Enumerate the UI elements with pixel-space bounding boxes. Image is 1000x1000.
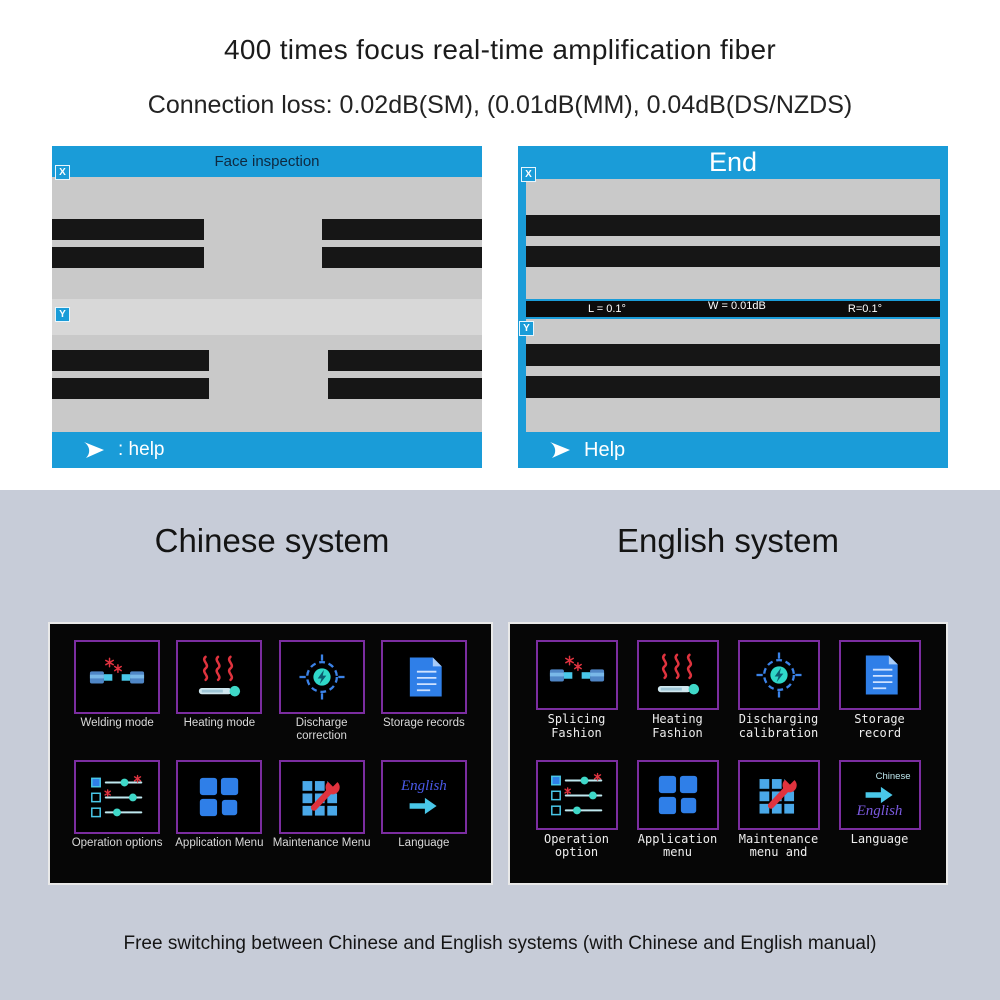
- heating-mode-icon: [191, 654, 247, 700]
- end-screen-title: End: [518, 146, 948, 179]
- menu-item-label: Heating Fashion: [652, 712, 703, 740]
- menu-item-application-menu[interactable]: Application Menu: [170, 759, 268, 876]
- discharge-correction-icon: [299, 654, 345, 700]
- axis-x-badge: X: [55, 165, 70, 180]
- fiber-bar: [526, 246, 940, 267]
- fiber-bar: [322, 219, 482, 240]
- separator-band: [52, 299, 482, 335]
- measurement-strip: L = 0.1° W = 0.01dB R=0.1°: [526, 299, 940, 319]
- menu-item-heating-mode[interactable]: Heating mode: [170, 640, 268, 756]
- axis-x-badge: X: [521, 167, 536, 182]
- right-angle-value: R=0.1°: [847, 303, 882, 315]
- welding-mode-icon: [89, 654, 145, 700]
- arrow-icon: [865, 786, 895, 804]
- storage-records-icon: [857, 652, 903, 698]
- english-system-heading: English system: [617, 522, 839, 559]
- menu-item-storage-records[interactable]: Storage records: [375, 640, 473, 756]
- menu-item-splicing-fashion[interactable]: Splicing Fashion: [528, 640, 625, 756]
- menu-item-maintenance-menu[interactable]: Maintenance menu and: [730, 759, 827, 876]
- help-button[interactable]: : help: [52, 432, 482, 468]
- menu-item-storage-record[interactable]: Storage record: [831, 640, 928, 756]
- fiber-bar: [52, 219, 204, 240]
- menu-item-operation-option[interactable]: Operation option: [528, 759, 625, 876]
- language-word-small: Chinese: [875, 771, 911, 783]
- english-menu-screen: Splicing Fashion Heating Fashion Dischar…: [508, 622, 948, 885]
- menu-item-discharge-correction[interactable]: Discharge correction: [273, 640, 371, 756]
- fiber-bar: [526, 215, 940, 236]
- fiber-bar: [526, 376, 940, 398]
- menu-item-label: Language: [398, 836, 450, 849]
- footer-note: Free switching between Chinese and Engli…: [123, 933, 877, 954]
- fiber-view: L = 0.1° W = 0.01dB R=0.1°: [526, 179, 940, 432]
- face-inspection-screen: Face inspection X Y : help: [52, 146, 482, 468]
- play-icon: [82, 441, 106, 459]
- help-label: : help: [118, 439, 165, 460]
- heating-mode-icon: [650, 652, 706, 698]
- fiber-bar: [52, 247, 204, 268]
- menu-item-welding-mode[interactable]: Welding mode: [68, 640, 166, 756]
- welding-mode-icon: [549, 652, 605, 698]
- end-screen-body: L = 0.1° W = 0.01dB R=0.1° Y: [518, 179, 948, 432]
- maintenance-menu-icon: [756, 772, 802, 818]
- application-menu-icon: [655, 772, 701, 818]
- maintenance-menu-icon: [299, 774, 345, 820]
- operation-options-icon: [549, 772, 605, 818]
- discharge-correction-icon: [756, 652, 802, 698]
- menu-item-label: Operation option: [543, 831, 610, 860]
- menu-item-label: Language: [850, 831, 909, 846]
- fiber-bar: [328, 350, 482, 371]
- axis-y-badge: Y: [519, 321, 534, 336]
- storage-records-icon: [401, 654, 447, 700]
- menu-item-maintenance-menu[interactable]: Maintenance Menu: [272, 759, 371, 876]
- chinese-menu-screen: Welding mode Heating mode Discharge corr…: [48, 622, 493, 885]
- menu-item-label: Welding mode: [80, 717, 154, 729]
- page-subtitle: Connection loss: 0.02dB(SM), (0.01dB(MM)…: [147, 91, 853, 119]
- arrow-icon: [409, 797, 439, 815]
- language-word: English: [400, 777, 447, 794]
- menu-item-label: Storage record: [854, 712, 905, 740]
- menu-item-language[interactable]: Chinese English Language: [831, 759, 928, 876]
- face-screen-body: Y: [52, 177, 482, 432]
- menu-item-operation-options[interactable]: Operation options: [68, 759, 166, 876]
- menu-item-label: Maintenance Menu: [272, 836, 371, 849]
- menu-item-label: Discharging calibration: [738, 712, 819, 740]
- face-screen-title: Face inspection: [52, 146, 482, 177]
- menu-item-label: Application Menu: [175, 836, 264, 849]
- end-screen: End X L = 0.1° W = 0.01dB R=0.1° Y Help: [518, 146, 948, 468]
- menu-item-label: Discharge correction: [295, 717, 348, 743]
- fiber-bar: [526, 344, 940, 366]
- menu-item-application-menu[interactable]: Application menu: [629, 759, 726, 876]
- help-label: Help: [584, 438, 626, 461]
- fiber-bar: [328, 378, 482, 399]
- chinese-system-heading: Chinese system: [154, 522, 390, 559]
- left-angle-value: L = 0.1°: [588, 303, 626, 315]
- menu-item-label: Maintenance menu and: [738, 831, 819, 860]
- loss-value: W = 0.01dB: [708, 300, 766, 312]
- axis-y-badge: Y: [55, 307, 70, 322]
- application-menu-icon: [196, 774, 242, 820]
- menu-item-label: Splicing Fashion: [547, 712, 606, 740]
- operation-options-icon: [89, 774, 145, 820]
- language-word: English: [856, 802, 903, 819]
- menu-item-language[interactable]: English Language: [375, 759, 473, 876]
- play-icon: [548, 441, 572, 459]
- menu-item-label: Operation options: [71, 836, 163, 849]
- menu-item-discharging-calibration[interactable]: Discharging calibration: [730, 640, 827, 756]
- fiber-bar: [322, 247, 482, 268]
- page-title: 400 times focus real-time amplification …: [224, 34, 776, 65]
- help-button[interactable]: Help: [518, 432, 948, 468]
- fiber-bar: [52, 350, 209, 371]
- menu-item-label: Heating mode: [183, 717, 256, 729]
- menu-item-heating-fashion[interactable]: Heating Fashion: [629, 640, 726, 756]
- menu-item-label: Storage records: [382, 717, 465, 729]
- fiber-bar: [52, 378, 209, 399]
- menu-item-label: Application menu: [637, 831, 718, 860]
